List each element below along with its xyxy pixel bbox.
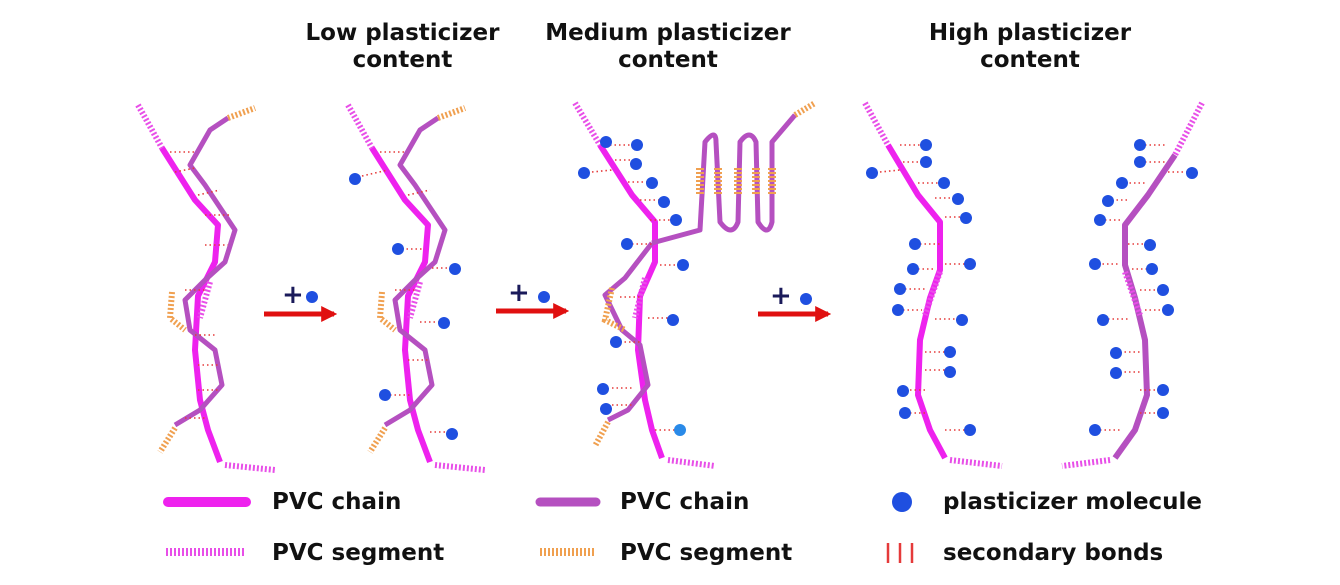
pvc-segment-dotted bbox=[572, 101, 603, 147]
plasticizer-molecules bbox=[349, 173, 461, 440]
pvc-segment-dotted bbox=[949, 457, 1003, 469]
pvc-chain-magenta bbox=[597, 143, 665, 460]
plasticizer-molecules bbox=[578, 136, 689, 436]
plasticizer-molecule bbox=[306, 291, 318, 303]
arrow-2: + bbox=[496, 278, 570, 320]
legend-plasticizer-label: plasticizer molecule bbox=[943, 489, 1203, 515]
panel-low bbox=[345, 103, 486, 473]
pvc-segment-dotted bbox=[345, 103, 375, 150]
panel-medium bbox=[572, 100, 817, 469]
pvc-segment-orange bbox=[226, 105, 257, 121]
legend-plasticizer-symbol bbox=[892, 492, 912, 512]
panel-initial bbox=[135, 103, 276, 473]
plasticizer-molecule bbox=[800, 293, 812, 305]
pvc-segment-dotted bbox=[1122, 271, 1143, 316]
pvc-segment-orange bbox=[376, 291, 397, 333]
pvc-segment-orange bbox=[436, 105, 467, 121]
pvc-chain-magenta bbox=[369, 146, 433, 464]
pvc-segment-dotted bbox=[862, 101, 891, 147]
pvc-segment-orange bbox=[367, 426, 388, 454]
legend-pvc-segment-label-2: PVC segment bbox=[620, 540, 793, 566]
pvc-chain-purple bbox=[602, 241, 654, 423]
pvc-chain-magenta bbox=[159, 146, 223, 464]
arrow-3: + bbox=[758, 281, 832, 323]
legend-symbols bbox=[163, 492, 914, 563]
pvc-chain-purple bbox=[1112, 153, 1178, 460]
plus-sign: + bbox=[508, 278, 530, 308]
pvc-segment-orange bbox=[166, 291, 187, 333]
pvc-segment-orange bbox=[157, 426, 178, 454]
plus-sign: + bbox=[770, 281, 792, 311]
pvc-segment-orange-stack bbox=[696, 168, 776, 196]
pvc-segment-dotted bbox=[224, 462, 276, 473]
legend-secondary-bonds-symbol bbox=[886, 543, 914, 563]
pvc-segment-dotted bbox=[922, 271, 943, 316]
pvc-segment-dotted bbox=[1061, 457, 1111, 469]
arrow-1: + bbox=[264, 280, 338, 323]
pvc-segment-dotted bbox=[632, 277, 648, 319]
secondary-bonds bbox=[1098, 144, 1188, 431]
plus-sign: + bbox=[282, 280, 304, 310]
legend-pvc-chain-label-2: PVC chain bbox=[620, 489, 750, 515]
legend-secondary-bonds-label: secondary bonds bbox=[943, 540, 1164, 566]
pvc-segment-dotted bbox=[1172, 101, 1205, 157]
secondary-bonds bbox=[879, 144, 966, 431]
pvc-segment-dotted bbox=[135, 103, 165, 150]
legend-pvc-segment-label: PVC segment bbox=[272, 540, 445, 566]
pvc-chain-magenta bbox=[885, 143, 948, 460]
pvc-segment-dotted bbox=[667, 457, 716, 469]
panel-high-left bbox=[862, 101, 1003, 469]
plasticizer-molecules bbox=[866, 139, 976, 436]
legend-pvc-chain-label: PVC chain bbox=[272, 489, 402, 515]
pvc-chain-purple bbox=[173, 115, 238, 428]
pvc-segment-orange bbox=[592, 420, 611, 448]
pvc-segment-orange bbox=[793, 100, 817, 118]
secondary-bonds bbox=[170, 151, 230, 419]
pvc-segment-dotted bbox=[434, 462, 486, 473]
pvc-segment-orange bbox=[601, 287, 627, 333]
plasticizer-molecules bbox=[1089, 139, 1198, 436]
panel-high-right bbox=[1061, 101, 1205, 469]
pvc-chain-purple bbox=[383, 115, 448, 428]
plasticizer-molecule bbox=[538, 291, 550, 303]
